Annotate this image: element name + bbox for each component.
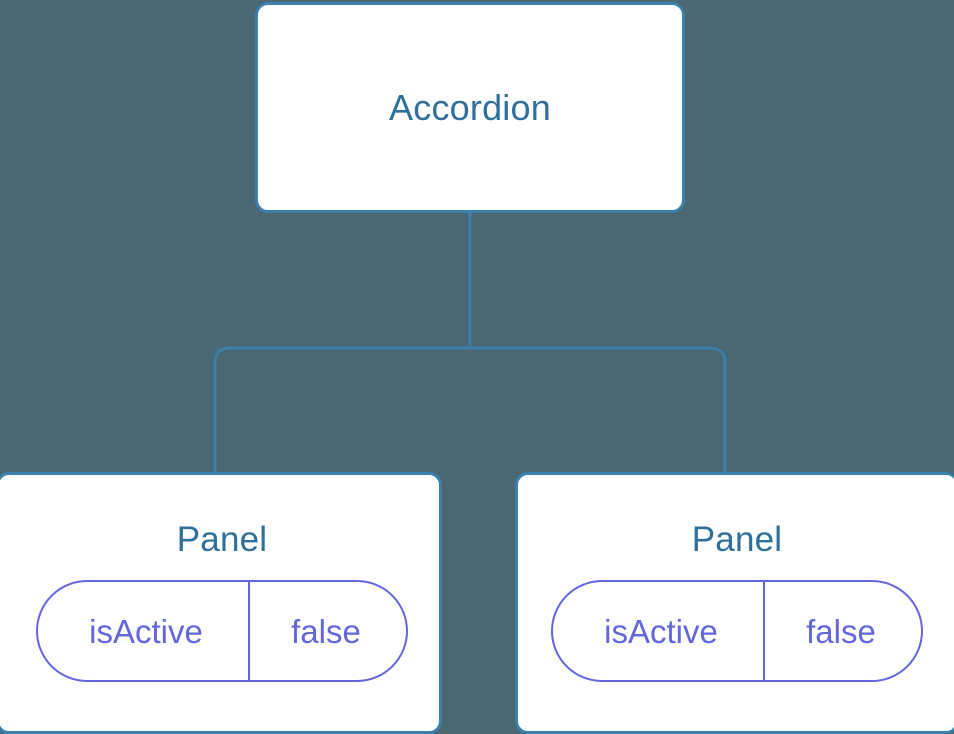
- node-panel-1-title-row: Panel: [0, 522, 442, 557]
- state-badge-panel-1[interactable]: isActive false: [36, 580, 408, 682]
- node-panel-2[interactable]: Panel isActive false: [515, 472, 954, 734]
- node-panel-2-title: Panel: [691, 520, 783, 559]
- node-panel-1-state-row: isActive false: [0, 580, 442, 682]
- state-badge-panel-2-key: isActive: [553, 582, 765, 680]
- state-badge-panel-1-value: false: [291, 612, 361, 650]
- state-badge-panel-2[interactable]: isActive false: [551, 580, 923, 682]
- node-accordion-title: Accordion: [389, 86, 551, 128]
- node-panel-2-title-row: Panel: [518, 522, 954, 557]
- node-panel-1[interactable]: Panel isActive false: [0, 472, 442, 734]
- state-badge-panel-1-key: isActive: [38, 582, 250, 680]
- node-panel-1-title: Panel: [176, 520, 268, 559]
- node-accordion[interactable]: Accordion: [255, 2, 685, 213]
- connector-branch-left: [213, 346, 470, 476]
- node-panel-2-state-row: isActive false: [518, 580, 954, 682]
- state-badge-panel-2-value: false: [806, 612, 876, 650]
- connector-branch-right: [470, 346, 727, 476]
